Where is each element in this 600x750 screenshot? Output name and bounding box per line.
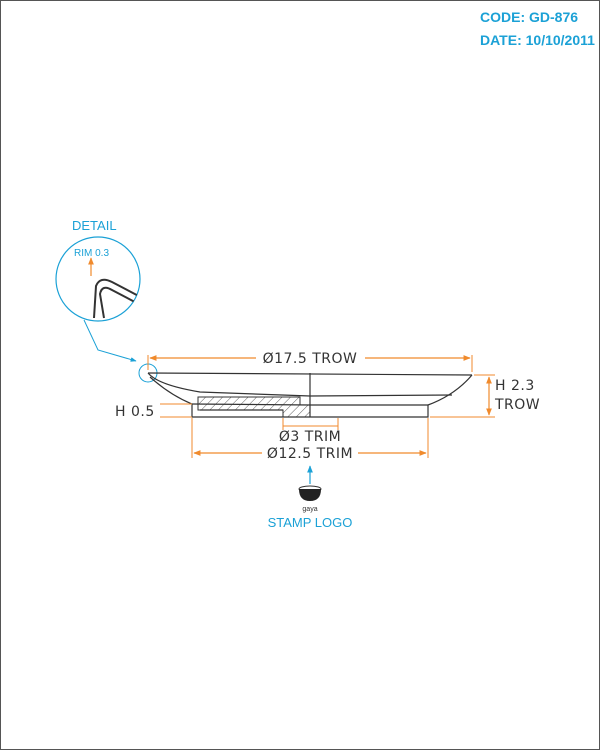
inner-diameter-label: Ø3 TRIM <box>279 429 341 445</box>
outer-diameter-dimension <box>147 355 473 372</box>
foot-diameter-label: Ø12.5 TRIM <box>267 446 353 462</box>
detail-leader <box>83 319 137 362</box>
foot-height-dimension <box>160 403 192 418</box>
foot-height-label: H 0.5 <box>115 404 155 420</box>
detail-title: DETAIL <box>72 218 117 233</box>
stamp-brand: gaya <box>302 506 317 513</box>
stamp-logo <box>298 465 322 501</box>
hatched-section <box>197 396 311 418</box>
outer-diameter-label: Ø17.5 TROW <box>263 351 358 367</box>
rim-label: RIM 0.3 <box>74 248 109 259</box>
date-label: DATE: 10/10/2011 <box>480 32 595 48</box>
height-dimension <box>430 374 495 418</box>
code-label: CODE: GD-876 <box>480 9 578 25</box>
stamp-label: STAMP LOGO <box>268 515 353 530</box>
detail-circle <box>55 236 141 322</box>
height-label-line2: TROW <box>494 397 540 413</box>
height-label-line1: H 2.3 <box>495 378 535 394</box>
inner-diameter-dimension <box>282 418 339 430</box>
foot-diameter-dimension <box>191 418 429 458</box>
